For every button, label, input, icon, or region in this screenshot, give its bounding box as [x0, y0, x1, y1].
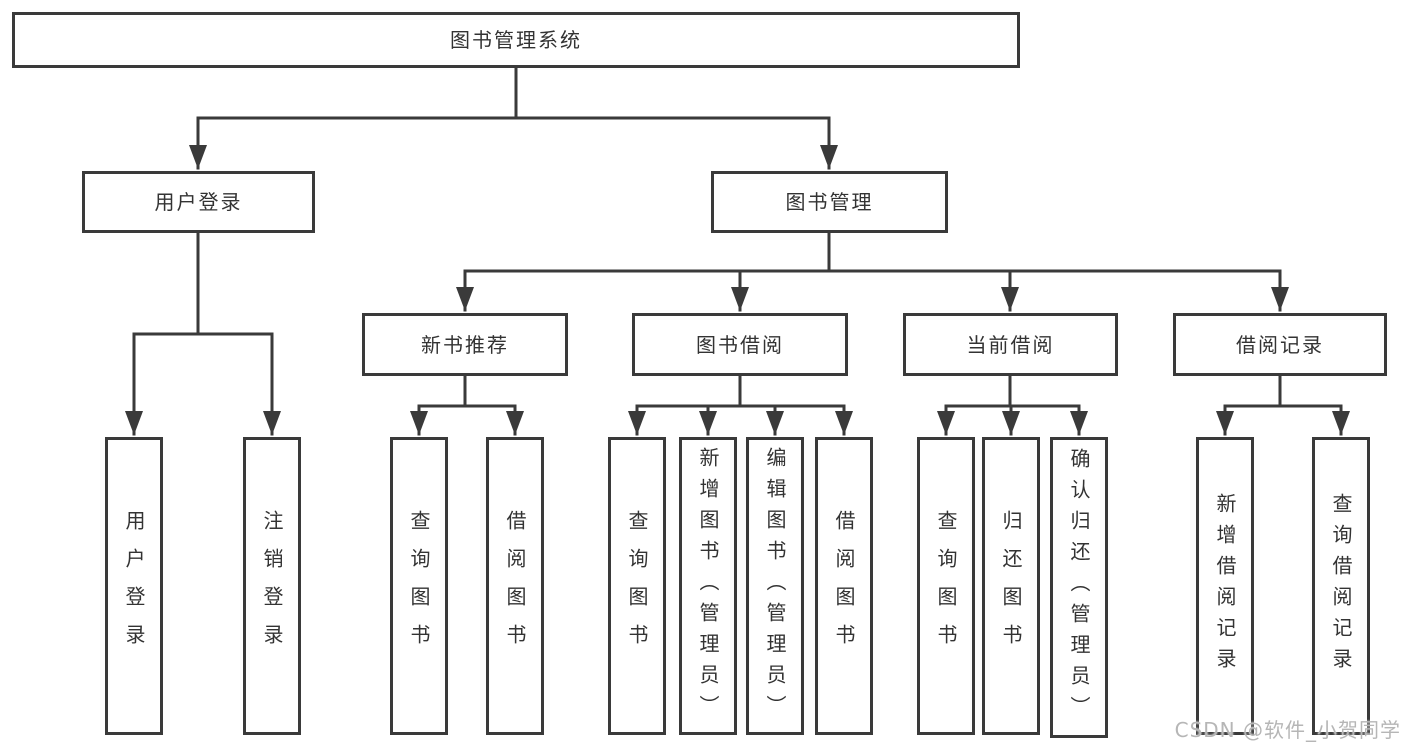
csdn-watermark: CSDN @软件_小贺同学: [1174, 718, 1401, 742]
leaf-query-borrow-record: 查询借阅记录: [1312, 437, 1370, 735]
leaf-user-login: 用户登录: [105, 437, 163, 735]
connector-user-login-to-leaves: [125, 231, 281, 436]
leaf-query-books-recommend: 查询图书: [390, 437, 448, 735]
leaf-edit-books-admin: 编辑图书（管理员）: [746, 437, 804, 735]
node-library-management-system: 图书管理系统: [12, 12, 1020, 68]
leaf-return-books: 归还图书: [982, 437, 1040, 735]
node-current-borrowing: 当前借阅: [903, 313, 1118, 376]
connector-borrowing-records-to-leaves: [1216, 375, 1350, 436]
leaf-confirm-return-admin: 确认归还（管理员）: [1050, 437, 1108, 738]
connector-root-to-level2: [189, 66, 838, 170]
node-new-book-recommendation: 新书推荐: [362, 313, 568, 376]
connector-current-borrowing-to-leaves: [937, 375, 1088, 436]
leaf-query-books-borrowing: 查询图书: [608, 437, 666, 735]
node-user-login: 用户登录: [82, 171, 315, 233]
leaf-borrow-books: 借阅图书: [815, 437, 873, 735]
node-book-management: 图书管理: [711, 171, 948, 233]
leaf-borrow-books-recommend: 借阅图书: [486, 437, 544, 735]
leaf-logout: 注销登录: [243, 437, 301, 735]
node-book-borrowing: 图书借阅: [632, 313, 848, 376]
leaf-add-books-admin: 新增图书（管理员）: [679, 437, 737, 735]
connector-new-book-to-leaves: [410, 374, 524, 436]
connector-book-management-to-level3: [456, 231, 1289, 312]
leaf-add-borrow-record: 新增借阅记录: [1196, 437, 1254, 735]
node-borrowing-records: 借阅记录: [1173, 313, 1387, 376]
connector-book-borrowing-to-leaves: [628, 374, 853, 436]
leaf-query-books-current: 查询图书: [917, 437, 975, 735]
